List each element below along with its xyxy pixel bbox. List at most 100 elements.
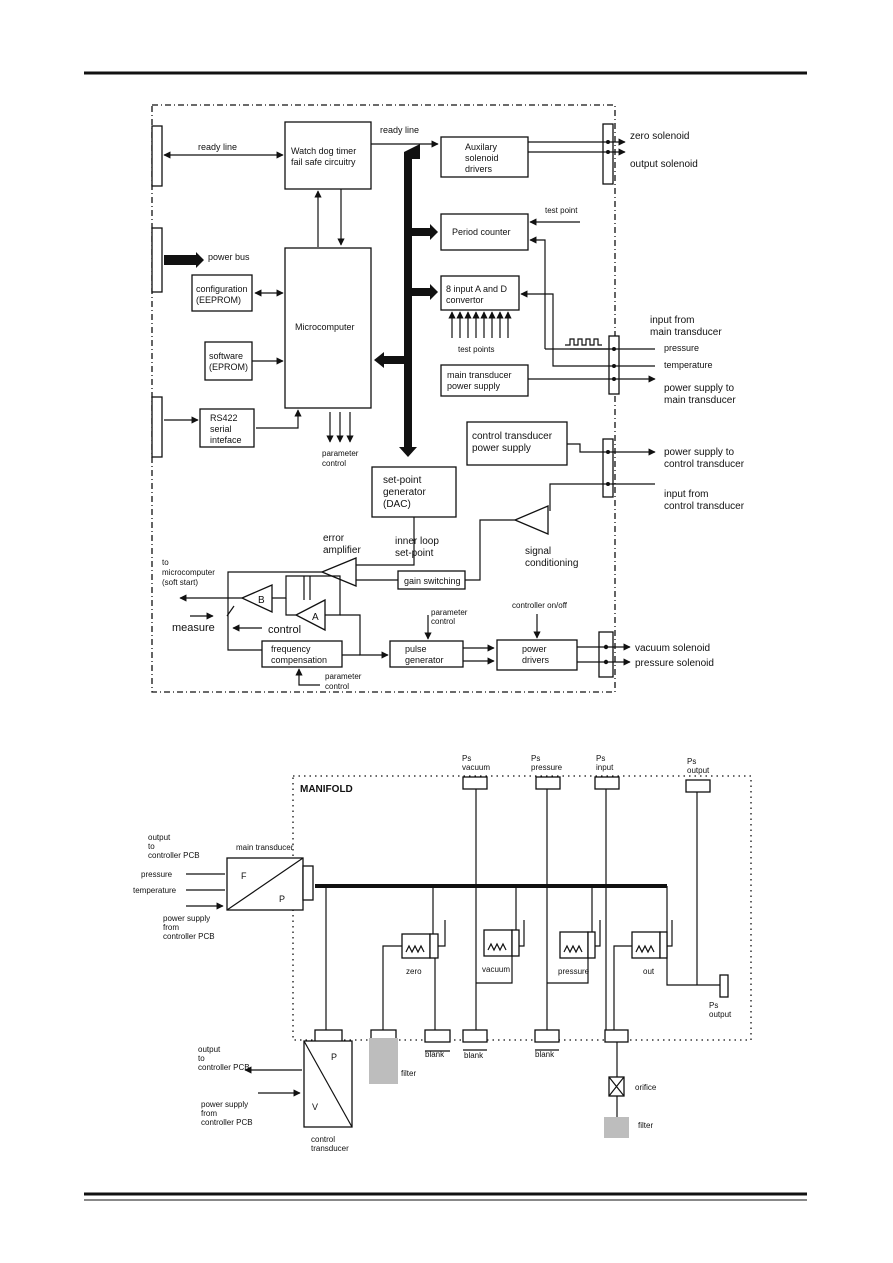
input-control-label-2: control transducer [664, 501, 745, 512]
to-micro-label-1: to [162, 558, 169, 567]
output-pcb-2a: output [198, 1045, 221, 1054]
config-label-1: configuration [196, 284, 248, 294]
ps-output-2: output [687, 766, 710, 775]
ps-main-label-2: main transducer [664, 395, 736, 406]
connector-solenoid-bottom [598, 631, 614, 678]
output-solenoid-label: output solenoid [630, 159, 698, 170]
adc-box [440, 275, 520, 311]
output-pcb-2b: to [198, 1054, 205, 1063]
gain-switching-label: gain switching [404, 576, 461, 586]
ps-output-right-2: output [709, 1010, 732, 1019]
ps-main-label-1: power supply to [664, 383, 734, 394]
inner-loop-label-1: inner loop [395, 536, 439, 547]
aux-label-2: solenoid [465, 153, 499, 163]
param-ctrl-pulse-1: parameter [431, 608, 468, 617]
control-transducer-p: P [331, 1052, 337, 1062]
manifold-boundary [292, 775, 752, 1041]
power-bus-label: power bus [208, 252, 250, 262]
vacuum-label: vacuum [482, 965, 510, 974]
connector-power [151, 227, 163, 293]
setpoint-label-3: (DAC) [383, 499, 411, 510]
error-amplifier [320, 557, 357, 587]
out-label: out [643, 967, 655, 976]
software-label-2: (EPROM) [209, 362, 248, 372]
pressure-in-label: pressure [141, 870, 173, 879]
configuration-box [191, 274, 253, 312]
software-label-1: software [209, 351, 243, 361]
amplifier-b [240, 584, 273, 614]
filter-2 [604, 1117, 629, 1138]
control-transducer-v: V [312, 1102, 318, 1112]
ps-pcb-1c: controller PCB [163, 932, 215, 941]
freq-comp-label-2: compensation [271, 655, 327, 665]
main-transducer-f: F [241, 871, 247, 881]
ps-pcb-2a: power supply [201, 1100, 248, 1109]
param-ctrl-pulse-2: control [431, 617, 455, 626]
output-pcb-2c: controller PCB [198, 1063, 250, 1072]
rs422-label-3: inteface [210, 435, 242, 445]
ps-pcb-2b: from [201, 1109, 217, 1118]
pulse-generator-box [389, 640, 464, 668]
temperature-label: temperature [664, 360, 713, 370]
signal-cond-label-2: conditioning [525, 558, 578, 569]
connector-ready [151, 125, 163, 187]
param-control-1a: parameter [322, 449, 359, 458]
period-counter-label: Period counter [452, 227, 511, 237]
ready-line-right-label: ready line [380, 125, 419, 135]
freq-comp-label-1: frequency [271, 644, 311, 654]
signal-cond-label-1: signal [525, 546, 551, 557]
ps-vacuum-2: vacuum [462, 763, 490, 772]
power-drivers-label-1: power [522, 644, 547, 654]
rs422-label-2: serial [210, 424, 232, 434]
ps-control-label-1: power supply to [664, 447, 734, 458]
input-main-label-2: main transducer [650, 327, 722, 338]
ps-output-port [685, 779, 711, 793]
control-transducer-label-2: transducer [311, 1144, 349, 1153]
setpoint-label-2: generator [383, 487, 426, 498]
manifold-diagram: MANIFOLD Ps vacuum Ps pressure Ps input … [133, 754, 752, 1153]
controller-onoff-label: controller on/off [512, 601, 568, 610]
filter-2-label: filter [638, 1121, 653, 1130]
manifold-label: MANIFOLD [300, 784, 353, 795]
filter-1-label: filter [401, 1069, 416, 1078]
error-amp-label-2: amplifier [323, 545, 361, 556]
param-ctrl-freq-1: parameter [325, 672, 362, 681]
ps-input-2: input [596, 763, 614, 772]
ps-pressure-2: pressure [531, 763, 563, 772]
connector-control-transducer [602, 438, 614, 498]
vacuum-solenoid-label: vacuum solenoid [635, 643, 710, 654]
vacuum-valve: vacuum [476, 886, 525, 984]
pcb-boundary [151, 104, 616, 693]
main-ps-box [440, 364, 529, 397]
connector-serial [151, 396, 163, 458]
inner-loop-label-2: set-point [395, 548, 434, 559]
control-label: control [268, 624, 301, 636]
ps-output-right-1: Ps [709, 1001, 718, 1010]
control-ps-label-2: power supply [472, 443, 531, 454]
watchdog-label-1: Watch dog timer [291, 146, 356, 156]
pressure-label: pressure [664, 343, 699, 353]
orifice-label: orifice [635, 1083, 657, 1092]
data-bus [399, 144, 420, 457]
error-amp-label-1: error [323, 533, 345, 544]
blank-3-label: blank [535, 1050, 555, 1059]
ps-pcb-2c: controller PCB [201, 1118, 253, 1127]
adc-label-2: convertor [446, 295, 484, 305]
input-main-label-1: input from [650, 315, 694, 326]
amp-a-label: A [312, 612, 319, 623]
ps-pcb-1b: from [163, 923, 179, 932]
aux-label-3: drivers [465, 164, 493, 174]
output-pcb-1a: output [148, 833, 171, 842]
ps-control-label-2: control transducer [664, 459, 745, 470]
param-control-1b: control [322, 459, 346, 468]
pulse-gen-label-2: generator [405, 655, 444, 665]
filter-1 [369, 1038, 398, 1084]
test-point-label: test point [545, 206, 578, 215]
auxiliary-drivers-box [440, 136, 529, 178]
ps-vacuum-1: Ps [462, 754, 471, 763]
test-points-label: test points [458, 345, 494, 354]
measure-label: measure [172, 622, 215, 634]
out-valve: out [613, 920, 673, 1030]
signal-conditioning-amp [513, 505, 549, 535]
